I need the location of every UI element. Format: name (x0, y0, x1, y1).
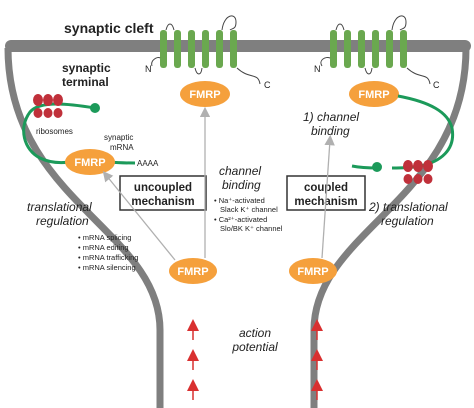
fmrp-soma-left (169, 258, 217, 284)
regulation-item: • mRNA silencing (78, 263, 136, 272)
channel-binding-label: channel (219, 164, 261, 178)
fmrp-label: FMRP (177, 266, 208, 278)
fmrp-label: FMRP (189, 89, 220, 101)
translational-regulation-label: translational (27, 200, 92, 214)
synaptic-terminal-label: terminal (62, 75, 109, 89)
coupled-mechanism-label: coupled (304, 182, 348, 194)
mrna-cap-right (372, 162, 382, 172)
regulation-list: • mRNA splicing • mRNA editing • mRNA tr… (78, 233, 138, 272)
channel-item: • Na⁺-activated (214, 196, 265, 205)
uncoupled-mechanism-box (119, 175, 207, 211)
step1-label: 1) channel (303, 110, 359, 124)
ribosomes-left (33, 94, 63, 118)
terminal-membrane (4, 47, 470, 408)
n-terminus-right: N (314, 64, 321, 74)
fmrp-soma-right (289, 258, 337, 284)
fmrp-label: FMRP (297, 266, 328, 278)
action-potential-label: action (239, 326, 271, 340)
c-terminus-left: C (264, 80, 271, 90)
ribosomes-label: ribosomes (36, 127, 73, 136)
n-terminus-left: N (145, 64, 152, 74)
regulation-item: • mRNA splicing (78, 233, 131, 242)
synaptic-mrna-strand-right (351, 94, 455, 170)
potassium-channel-right (320, 15, 431, 85)
fmrp-translational (65, 149, 115, 175)
channel-list: • Na⁺-activated Slack K⁺ channel • Ca²⁺-… (214, 196, 283, 233)
step1-label: binding (311, 124, 350, 138)
channel-binding-label: binding (222, 178, 261, 192)
ribosomes-right (403, 160, 433, 184)
step2-label: 2) translational (368, 200, 448, 214)
fmrp-label: FMRP (74, 157, 105, 169)
channel-item: Slack K⁺ channel (220, 205, 278, 214)
action-potential-label: potential (231, 340, 278, 354)
fmrp-label: FMRP (358, 89, 389, 101)
synaptic-cleft-membrane (5, 40, 471, 52)
channel-item: • Ca²⁺-activated (214, 215, 267, 224)
regulation-item: • mRNA trafficking (78, 253, 138, 262)
synaptic-terminal-label: synaptic (62, 61, 111, 75)
c-terminus-right: C (433, 80, 440, 90)
fmrp-channel-bound-coupled (349, 81, 399, 107)
uncoupled-mechanism-label: uncoupled (134, 182, 192, 194)
potassium-channel-left (151, 15, 261, 85)
uncoupled-mechanism-label: mechanism (131, 196, 194, 208)
synaptic-mrna-label: synaptic (104, 133, 133, 142)
mrna-cap (90, 103, 100, 113)
arrow-to-translational (102, 170, 176, 261)
step2-label: regulation (381, 214, 434, 228)
synaptic-cleft-label: synaptic cleft (64, 20, 154, 36)
arrow-to-channel-right (321, 134, 335, 259)
fmrp-channel-bound (180, 81, 230, 107)
poly-a-tail: AAAA (137, 159, 159, 168)
regulation-item: • mRNA editing (78, 243, 129, 252)
translational-regulation-label: regulation (36, 214, 89, 228)
synaptic-mrna-label: mRNA (110, 143, 134, 152)
channel-item: Slo/BK K⁺ channel (220, 224, 283, 233)
